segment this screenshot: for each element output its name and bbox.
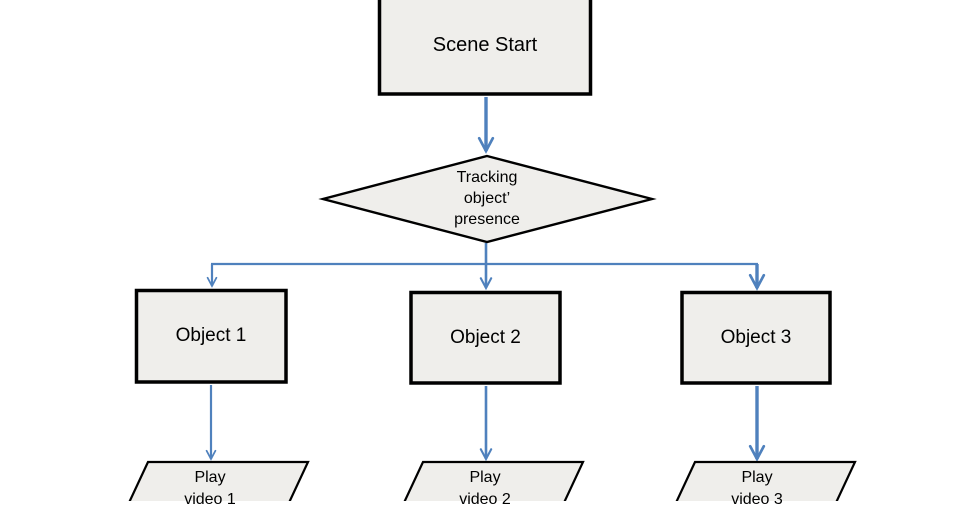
node-object-3-label: Object 3: [681, 291, 831, 384]
node-scene-start-shape: [377, 0, 593, 96]
node-play-video-2-label: Play video 2: [405, 467, 565, 511]
play-video-1-line1: Play: [194, 469, 226, 486]
node-play-video-2-shape: [403, 460, 585, 501]
node-object-2-shape: [409, 290, 562, 385]
play-video-2-line2: video 2: [459, 491, 511, 508]
node-play-video-3-shape: [675, 460, 857, 501]
object-2-text: Object 2: [450, 326, 521, 348]
node-decision-label: Tracking object’ presence: [407, 167, 567, 230]
scene-start-text: Scene Start: [432, 33, 538, 56]
node-object-1-label: Object 1: [135, 289, 287, 383]
node-object-2-label: Object 2: [410, 291, 561, 384]
object-3-text: Object 3: [720, 326, 792, 348]
play-video-1-line2: video 1: [184, 491, 236, 508]
object-1-text: Object 1: [175, 325, 247, 346]
play-video-3-line1: Play: [741, 469, 773, 486]
node-object-1-shape: [134, 288, 288, 384]
decision-text-line2: object’: [463, 190, 511, 207]
decision-text-line1: Tracking: [456, 169, 518, 186]
decision-text-line3: presence: [454, 211, 520, 228]
node-object-3-shape: [680, 290, 832, 385]
node-play-video-1-shape: [128, 460, 310, 501]
node-decision-shape: [318, 154, 657, 244]
node-scene-start-label: Scene Start: [378, 0, 592, 90]
node-play-video-1-label: Play video 1: [130, 467, 290, 511]
node-play-video-3-label: Play video 3: [677, 467, 837, 511]
play-video-3-line2: video 3: [731, 491, 783, 508]
play-video-2-line1: Play: [469, 469, 501, 486]
